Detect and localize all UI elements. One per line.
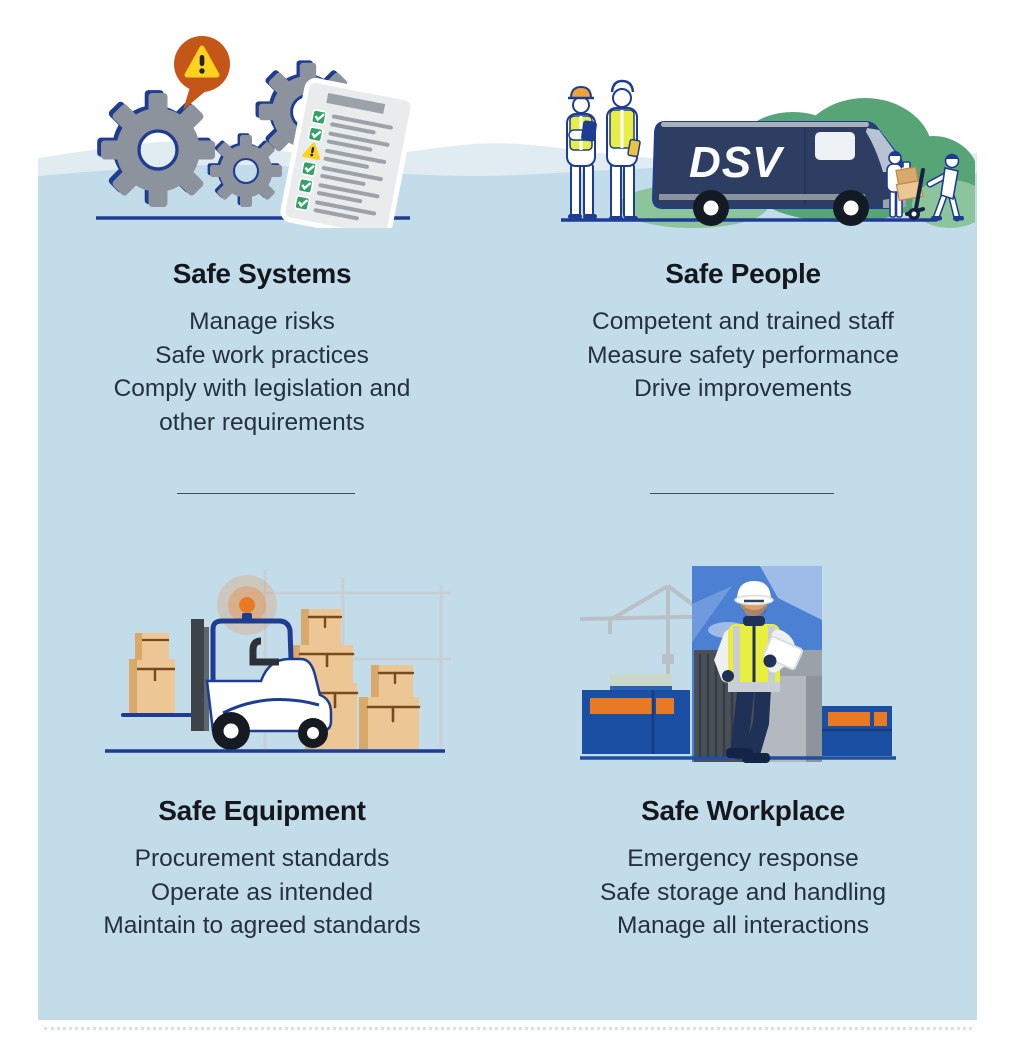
hand-truck-icon (895, 166, 925, 220)
leg (730, 679, 755, 760)
leg (744, 680, 771, 762)
section-line: Measure safety performance (587, 341, 899, 369)
worker-figure-small (926, 153, 964, 222)
boot (742, 753, 770, 763)
warning-item-icon (302, 142, 321, 160)
section-lines: Procurement standards Operate as intende… (58, 842, 466, 943)
check-item-icon (294, 109, 327, 212)
section-line: other requirements (159, 408, 365, 436)
section-line: Competent and trained staff (592, 308, 894, 335)
checklist-icon (280, 78, 416, 228)
dock-worker (714, 581, 804, 763)
cardboard-box (301, 609, 343, 645)
mast (191, 619, 204, 731)
gears-checklist-illustration (88, 36, 416, 228)
glove (763, 654, 777, 668)
fork-boxes (129, 633, 175, 713)
section-line: Maintain to agreed standards (103, 912, 421, 939)
section-line: Comply with legislation and (113, 375, 411, 402)
glove (722, 670, 734, 682)
section-line: Manage all interactions (617, 912, 869, 939)
forklift (121, 575, 333, 750)
warning-bubble-icon (174, 36, 230, 110)
section-line: Procurement standards (134, 845, 390, 872)
wheel-icon (212, 712, 250, 750)
section-title: Safe Systems (172, 258, 352, 289)
section-line: Emergency response (627, 845, 859, 872)
section-lines: Manage risks Safe work practices Comply … (58, 305, 466, 439)
quadrant-safe-equipment: Safe Equipment Procurement standards Ope… (58, 793, 466, 943)
quadrant-safe-systems: Safe Systems Manage risks Safe work prac… (58, 256, 466, 439)
wheel-icon (693, 190, 729, 226)
quadrant-safe-people: Safe People Competent and trained staff … (538, 256, 948, 406)
wheel-icon (833, 190, 869, 226)
section-divider (177, 493, 355, 494)
cardboard-box (317, 651, 353, 681)
dsv-logo: DSV (689, 138, 785, 187)
seat (249, 637, 279, 666)
quadrant-safe-workplace: Safe Workplace Emergency response Safe s… (538, 793, 948, 943)
dsv-van-illustration: DSV (561, 79, 975, 228)
worker-figure (566, 85, 597, 219)
section-lines: Emergency response Safe storage and hand… (538, 842, 948, 943)
bottom-dotted-edge (44, 1027, 972, 1030)
section-divider (650, 493, 834, 494)
section-line: Drive improvements (634, 375, 852, 402)
cardboard-box (371, 665, 415, 697)
beacon-icon (217, 575, 277, 635)
section-line: Manage risks (189, 308, 335, 335)
wheel-icon (298, 718, 328, 748)
tablet-icon (762, 635, 804, 671)
section-line: Safe storage and handling (599, 878, 887, 906)
forklift-illustration (105, 569, 451, 753)
roll-cage (210, 618, 294, 681)
cardboard-box (359, 697, 421, 749)
section-line: Operate as intended (150, 878, 374, 906)
section-title: Safe Workplace (641, 795, 845, 826)
section-title: Safe Equipment (158, 795, 366, 826)
gear-icon (97, 90, 215, 207)
section-title: Safe People (665, 258, 821, 289)
section-line: Safe work practices (155, 341, 369, 369)
dsv-van: DSV (651, 121, 907, 226)
port-worker-illustration (580, 566, 896, 763)
shipping-container (582, 674, 690, 754)
worker-figure (606, 79, 641, 221)
arm (714, 629, 737, 683)
collar (743, 616, 765, 626)
section-lines: Competent and trained staff Measure safe… (538, 305, 948, 406)
shipping-container (822, 706, 892, 756)
